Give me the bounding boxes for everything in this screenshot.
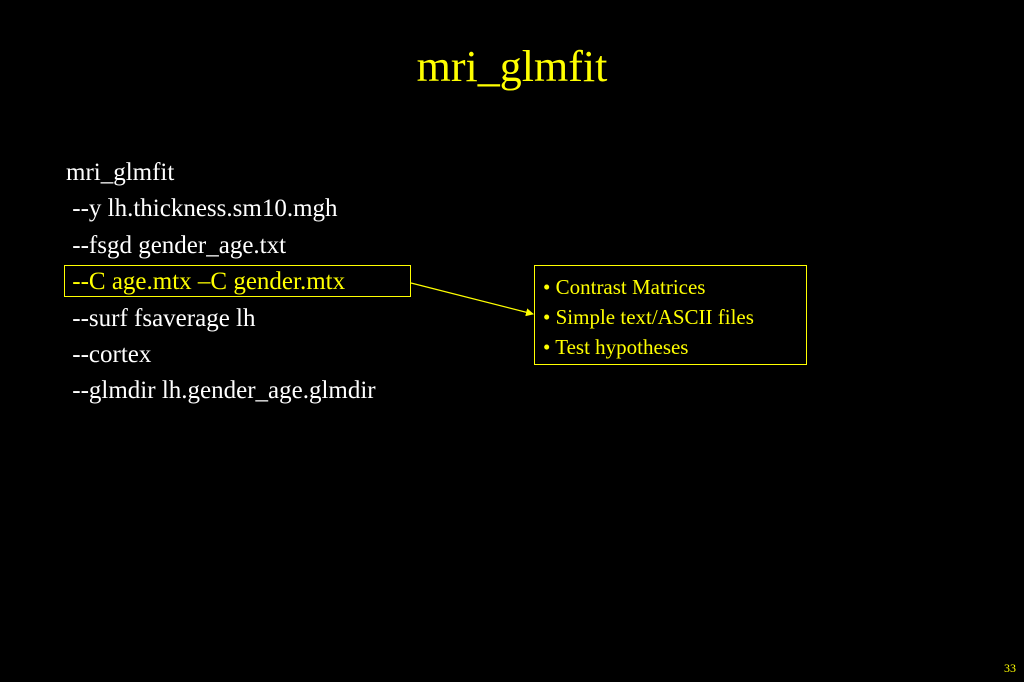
slide-title: mri_glmfit [416, 42, 608, 91]
command-block: mri_glmfit --y lh.thickness.sm10.mgh --f… [66, 155, 376, 410]
callout-item-text-files: • Simple text/ASCII files [543, 305, 754, 329]
command-line-contrasts: --C age.mtx –C gender.mtx [66, 268, 346, 296]
callout-box: • Contrast Matrices • Simple text/ASCII … [534, 265, 807, 365]
command-line-cortex: --cortex [66, 340, 152, 368]
command-line-glmdir: --glmdir lh.gender_age.glmdir [66, 377, 376, 405]
command-line-fsgd: --fsgd gender_age.txt [66, 231, 287, 259]
command-line-surf: --surf fsaverage lh [66, 304, 256, 332]
callout-item-test-hypotheses: • Test hypotheses [543, 335, 689, 359]
callout-arrow-line [410, 282, 534, 317]
command-line-input: --y lh.thickness.sm10.mgh [66, 195, 338, 223]
callout-item-contrast-matrices: • Contrast Matrices [543, 275, 706, 299]
contrast-highlight-box [64, 265, 411, 297]
command-line-program: mri_glmfit [66, 159, 175, 186]
page-number: 33 [1004, 661, 1016, 675]
